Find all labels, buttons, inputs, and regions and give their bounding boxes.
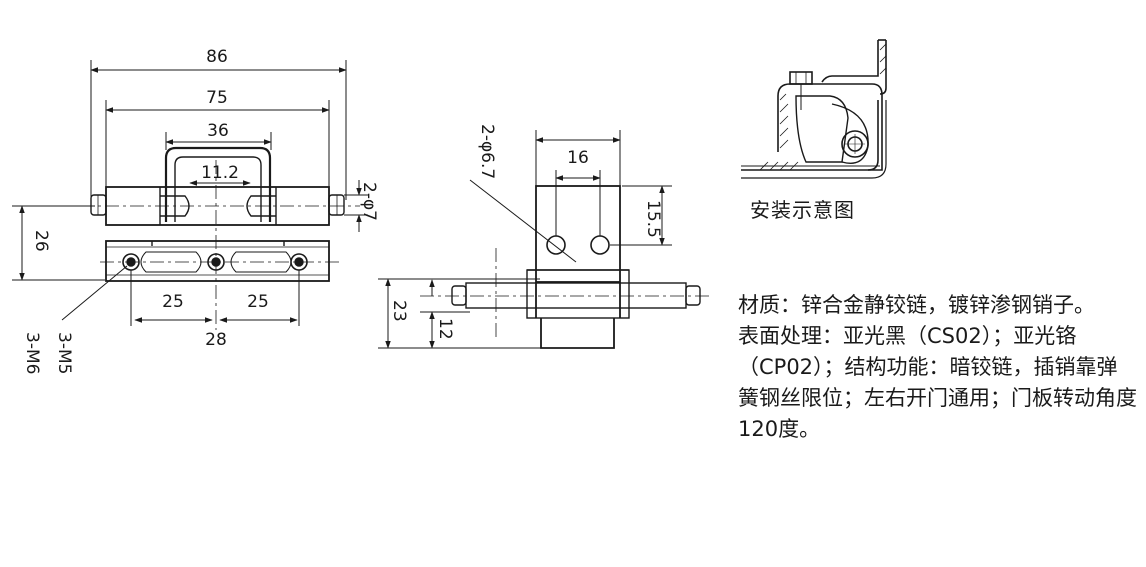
dim-front-height: 26 (31, 230, 51, 252)
dim-side-holes: 2-φ6.7 (477, 124, 497, 179)
dim-hole-spacing-left: 25 (162, 292, 184, 312)
hole-label-m6: 3-M6 (22, 332, 42, 374)
dim-side-width: 16 (567, 148, 589, 168)
dim-hole-spacing-right: 25 (247, 292, 269, 312)
installation-caption: 安装示意图 (750, 198, 855, 222)
side-view (378, 130, 710, 349)
dim-side-hole-offset: 15.5 (643, 200, 663, 238)
installation-sketch (741, 39, 887, 179)
dim-side-axis: 12 (435, 318, 455, 340)
front-view (12, 60, 368, 330)
dim-bracket-width: 36 (207, 121, 229, 141)
dim-pin-diameter: 2-φ7 (359, 182, 379, 221)
dim-span-width: 75 (206, 88, 228, 108)
hole-label-m5: 3-M5 (54, 332, 74, 374)
dim-side-height: 23 (389, 300, 409, 322)
spec-material: 材质：锌合金静铰链，镀锌渗钢销子。 (738, 293, 1095, 317)
dim-overall-width: 86 (206, 47, 228, 67)
dim-bottom-width: 28 (205, 330, 227, 350)
spec-surface-and-function: 表面处理：亚光黑（CS02）；亚光铬（CP02）；结构功能：暗铰链，插销靠弹簧钢… (738, 324, 1137, 441)
spec-text-block: 材质：锌合金静铰链，镀锌渗钢销子。 表面处理：亚光黑（CS02）；亚光铬（CP0… (738, 290, 1138, 445)
dim-gap-width: 11.2 (201, 163, 239, 183)
